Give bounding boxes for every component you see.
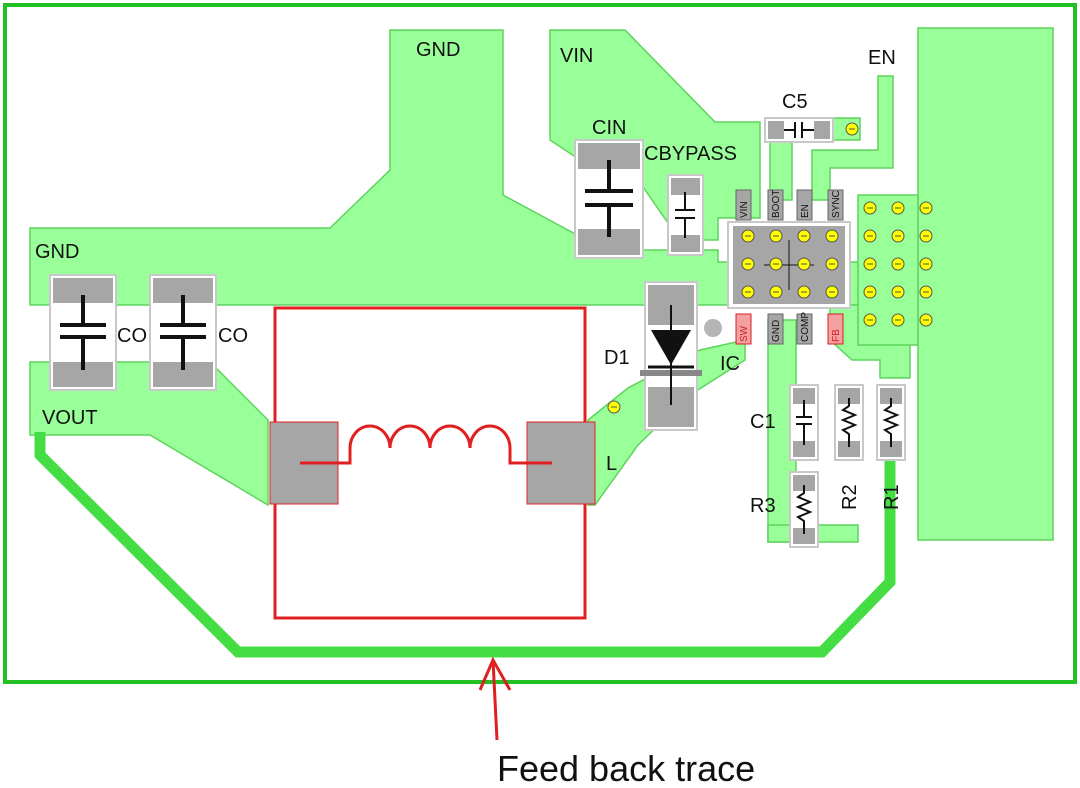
- ic-pin-sw: SW: [739, 325, 750, 342]
- capacitor-cbypass: [667, 174, 704, 256]
- label-cin: CIN: [592, 117, 626, 139]
- resistor-r2: [834, 384, 864, 461]
- label-r1: R1: [881, 484, 903, 510]
- via-group: [607, 122, 933, 414]
- ic-pin-vin: VIN: [739, 201, 750, 218]
- ic-pin-sync: SYNC: [831, 190, 842, 218]
- label-c5: C5: [782, 91, 808, 113]
- capacitor-cin: [574, 139, 644, 259]
- label-vout: VOUT: [42, 407, 98, 429]
- label-r2: R2: [839, 484, 861, 510]
- label-co2: CO: [218, 325, 248, 347]
- label-ic: IC: [720, 353, 740, 375]
- ic-pin-comp: COMP: [800, 312, 811, 342]
- inductor-coil-icon: [300, 424, 552, 465]
- copper-layer: [29, 27, 1054, 543]
- feedback-trace: [34, 432, 896, 658]
- resistor-r1: [876, 384, 906, 461]
- label-r3: R3: [750, 495, 776, 517]
- pin1-marker: [704, 319, 722, 337]
- label-en: EN: [868, 47, 896, 69]
- label-c1: C1: [750, 411, 776, 433]
- caption-feedback-trace: Feed back trace: [497, 748, 755, 788]
- label-vin: VIN: [560, 45, 593, 67]
- ic-pin-gnd: GND: [771, 320, 782, 342]
- ic-pin-fb: FB: [831, 329, 842, 342]
- capacitor-c5: [764, 117, 834, 143]
- label-co1: CO: [117, 325, 147, 347]
- label-l: L: [606, 453, 617, 475]
- gnd-right-pour: [917, 27, 1054, 541]
- callout-arrow: [478, 656, 512, 741]
- capacitor-c1: [789, 384, 819, 461]
- component-labels: GND VIN EN C5 CIN CBYPASS GND CO CO VOUT…: [35, 39, 903, 517]
- ic-pin-en: EN: [800, 204, 811, 218]
- ic-pin-labels: VIN BOOT EN SYNC SW GND COMP FB: [739, 190, 842, 342]
- label-cbypass: CBYPASS: [644, 143, 737, 165]
- diode-d1: [640, 281, 722, 431]
- label-gnd-left: GND: [35, 241, 79, 263]
- label-d1: D1: [604, 347, 630, 369]
- capacitor-co1: [49, 274, 117, 391]
- ic-pin-boot: BOOT: [771, 190, 782, 218]
- board-outline: [3, 3, 1077, 684]
- capacitor-co2: [149, 274, 217, 391]
- label-gnd-top: GND: [416, 39, 460, 61]
- resistor-r3: [789, 471, 819, 548]
